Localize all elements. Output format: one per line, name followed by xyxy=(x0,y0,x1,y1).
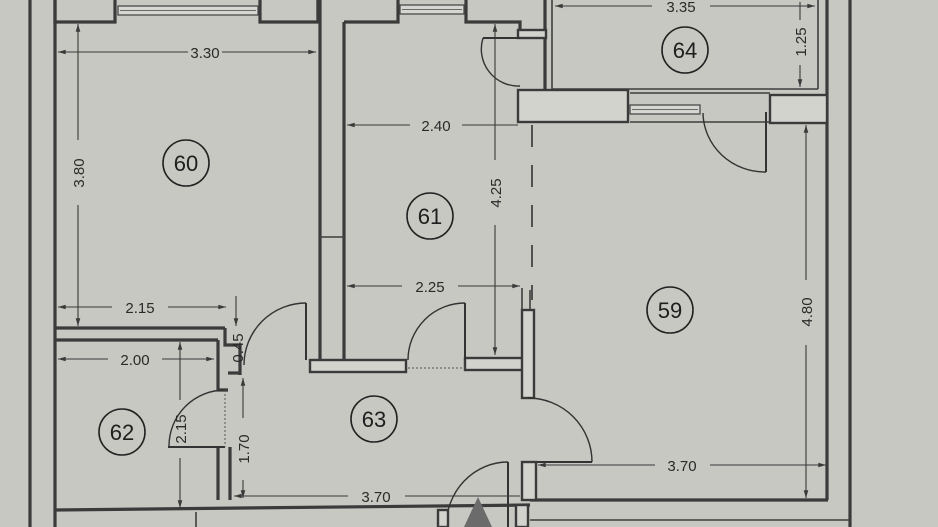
walls-60-62 xyxy=(54,326,531,527)
svg-text:59: 59 xyxy=(658,298,682,323)
outer-walls xyxy=(28,0,852,527)
dim-3-30: 3.30 xyxy=(190,45,219,62)
dim-4-80: 4.80 xyxy=(799,297,816,326)
dim-1-70: 1.70 xyxy=(236,434,253,463)
north-arrow-icon xyxy=(464,497,492,527)
dim-4-25: 4.25 xyxy=(488,178,505,207)
dim-3-80: 3.80 xyxy=(71,158,88,187)
door-59-balcony xyxy=(702,112,767,173)
walls-61-bottom xyxy=(308,288,536,400)
room-60-label: 60 xyxy=(162,139,210,187)
door-59 xyxy=(520,397,593,502)
svg-text:60: 60 xyxy=(174,151,198,176)
door-61-top xyxy=(480,37,521,87)
svg-text:64: 64 xyxy=(673,38,697,63)
entrance-door xyxy=(436,461,530,527)
svg-text:63: 63 xyxy=(362,407,386,432)
door-62 xyxy=(168,389,226,448)
dim-3-70-living: 3.70 xyxy=(667,458,696,475)
dim-1-25: 1.25 xyxy=(793,27,810,56)
dim-3-70-hall: 3.70 xyxy=(361,489,390,506)
room-64-label: 64 xyxy=(661,26,709,74)
dim-2-25: 2.25 xyxy=(415,279,444,296)
dim-2-00: 2.00 xyxy=(120,352,149,369)
dim-3-35: 3.35 xyxy=(666,0,695,16)
svg-text:62: 62 xyxy=(110,420,134,445)
dim-2-15-top: 2.15 xyxy=(125,300,154,317)
dim-2-40: 2.40 xyxy=(421,118,450,135)
svg-text:61: 61 xyxy=(418,204,442,229)
dim-2-15-side: 2.15 xyxy=(173,414,190,443)
room-64-walls xyxy=(516,0,829,125)
door-60 xyxy=(243,302,307,366)
partition-60-61 xyxy=(316,0,346,360)
room-62-label: 62 xyxy=(98,408,146,456)
dim-0-45: 0.45 xyxy=(230,333,247,362)
room-61-label: 61 xyxy=(406,192,454,240)
dimension-lines xyxy=(58,2,827,508)
dimension-labels: 3.30 3.80 2.40 4.25 2.25 3.35 1.25 4.80 … xyxy=(71,0,816,506)
room-59-label: 59 xyxy=(646,286,694,334)
room-63-label: 63 xyxy=(350,395,398,443)
